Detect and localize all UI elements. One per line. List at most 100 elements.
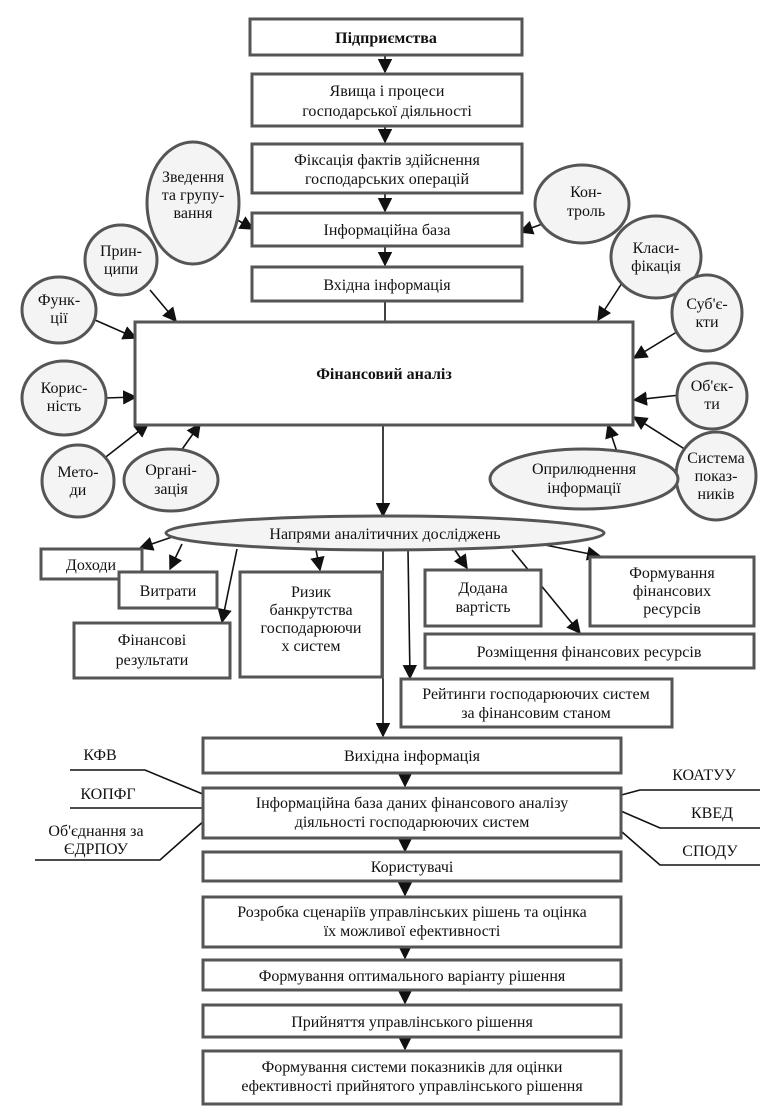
usefulness-label-1: Корис-: [41, 380, 88, 397]
arrow-classification-analysis: [597, 282, 623, 322]
enterprise-box: Підприємства: [248, 17, 524, 57]
fixation-box: Фіксація фактів здійснення господарських…: [250, 142, 524, 195]
output-info-label: Вихідна інформація: [344, 748, 481, 765]
kopfg-label: КОПФГ: [80, 786, 135, 803]
arrow-functions-analysis: [94, 319, 138, 340]
placement-label: Розміщення фінансових ресурсів: [477, 644, 702, 661]
line-kved: [613, 807, 760, 829]
koatuu-label: КОАТУУ: [672, 767, 736, 784]
arrow-subjects-analysis: [632, 329, 681, 359]
oval-summary: Зведення та групу- вання: [145, 140, 241, 266]
line-edrpou: [35, 819, 206, 861]
oval-principles: Прин- ципи: [83, 223, 159, 297]
publication-label-2: інформації: [547, 480, 621, 497]
oval-indicators: Система показ- ників: [674, 430, 758, 522]
subjects-label-2: кти: [695, 314, 719, 331]
indicators-label-3: ників: [698, 486, 735, 503]
spodu-label: СПОДУ: [682, 843, 738, 860]
expenses-box: Витрати: [117, 570, 219, 610]
enterprise-label: Підприємства: [335, 30, 437, 47]
arrow-directions-placement: [511, 549, 581, 635]
phenomena-box: Явища і процеси господарської діяльності: [250, 72, 524, 128]
fin-resources-box: Формування фінансових ресурсів: [588, 555, 756, 628]
arrow-directions-ratings: [402, 549, 417, 680]
methods-label-1: Мето-: [57, 464, 98, 481]
kfv-label: КФВ: [83, 747, 116, 764]
bankruptcy-label-4: х систем: [282, 638, 341, 655]
summary-label-2: та групу-: [162, 187, 225, 204]
indicators-label-2: показ-: [695, 468, 738, 485]
ratings-label-2: за фінансовим станом: [461, 705, 611, 722]
oval-control: Кон- троль: [533, 163, 631, 245]
usefulness-label-2: ність: [47, 398, 81, 415]
oval-subjects: Суб'є- кти: [670, 273, 744, 353]
ratings-box: Рейтинги господарюючих систем за фінансо…: [399, 677, 674, 729]
oval-usefulness: Корис- ність: [20, 359, 108, 437]
placement-box: Розміщення фінансових ресурсів: [423, 632, 756, 670]
arrow-directions-expenses: [169, 543, 183, 571]
classification-label-1: Класи-: [633, 240, 680, 257]
bankruptcy-label-1: Ризик: [291, 584, 331, 601]
added-value-label-2: вартість: [455, 599, 510, 616]
fixation-label-1: Фіксація фактів здійснення: [294, 152, 480, 169]
oval-objects: Об'єк- ти: [675, 361, 749, 431]
publication-label-1: Оприлюднення: [532, 461, 637, 478]
principles-label-1: Прин-: [100, 243, 142, 260]
arrow-directions-finresources: [539, 543, 602, 561]
users-box: Користувачі: [201, 850, 623, 883]
bankruptcy-box: Ризик банкрутства господарюючи х систем: [238, 570, 384, 679]
directions-label: Напрями аналітичних досліджень: [269, 526, 500, 543]
oval-publication: Оприлюднення інформації: [488, 447, 680, 511]
scenarios-label-2: їх можливої ефективності: [324, 923, 501, 940]
arrow-directions-bankruptcy: [310, 549, 325, 572]
infobase-label: Інформаційна база: [323, 222, 450, 239]
classification-label-2: фікація: [631, 258, 681, 275]
summary-label-3: вання: [174, 205, 214, 222]
fin-resources-label-3: ресурсів: [643, 601, 701, 618]
decision-box: Прийняття управлінського рішення: [201, 1003, 623, 1039]
methods-label-2: ди: [70, 482, 87, 499]
oval-organization: Органі- зація: [122, 447, 220, 513]
control-label-1: Кон-: [570, 184, 602, 201]
edrpou-label-1: Об'єднання за: [48, 823, 143, 840]
input-info-label: Вхідна інформація: [323, 277, 451, 294]
functions-label-2: ції: [50, 310, 68, 327]
subjects-label-1: Суб'є-: [686, 296, 727, 313]
evaluation-label-1: Формування системи показників для оцінки: [262, 1059, 563, 1076]
arrow-publication-analysis: [605, 423, 619, 453]
fin-results-label-1: Фінансові: [118, 632, 187, 649]
output-info-box: Вихідна інформація: [201, 736, 623, 775]
bankruptcy-label-2: банкрутства: [269, 602, 352, 619]
summary-label-1: Зведення: [162, 169, 225, 186]
control-label-2: троль: [567, 203, 605, 220]
organization-label-2: зація: [154, 481, 188, 498]
income-label: Доходи: [66, 557, 117, 574]
financial-analysis-label: Фінансовий аналіз: [316, 366, 452, 383]
optimal-box: Формування оптимального варіанту рішення: [201, 958, 623, 992]
fin-results-label-2: результати: [116, 652, 189, 669]
evaluation-box: Формування системи показників для оцінки…: [201, 1049, 623, 1106]
oval-functions: Функ- ції: [20, 275, 98, 345]
objects-label-1: Об'єк-: [691, 378, 734, 395]
arrow-directions-addedvalue: [453, 549, 468, 570]
directions-oval: Напрями аналітичних досліджень: [164, 514, 606, 552]
line-kfv: [70, 769, 206, 796]
fin-resources-label-1: Формування: [629, 565, 715, 582]
kved-label: КВЕД: [691, 805, 733, 822]
organization-label-1: Органі-: [145, 462, 197, 479]
optimal-label: Формування оптимального варіанту рішення: [259, 968, 566, 985]
input-info-box: Вхідна інформація: [250, 265, 524, 303]
principles-label-2: ципи: [104, 261, 139, 278]
evaluation-label-2: ефективності прийнятого управлінського р…: [241, 1078, 583, 1095]
line-koatuu: [613, 789, 760, 798]
expenses-label: Витрати: [140, 583, 197, 600]
scenarios-box: Розробка сценаріїв управлінських рішень …: [201, 895, 623, 949]
added-value-label-1: Додана: [458, 580, 507, 597]
database-label-2: діяльності господарюючих систем: [295, 814, 530, 831]
database-box: Інформаційна база даних фінансового анал…: [201, 786, 623, 840]
added-value-box: Додана вартість: [423, 568, 543, 628]
fin-resources-label-2: фінансових: [633, 583, 711, 600]
fin-results-box: Фінансові результати: [72, 621, 232, 680]
